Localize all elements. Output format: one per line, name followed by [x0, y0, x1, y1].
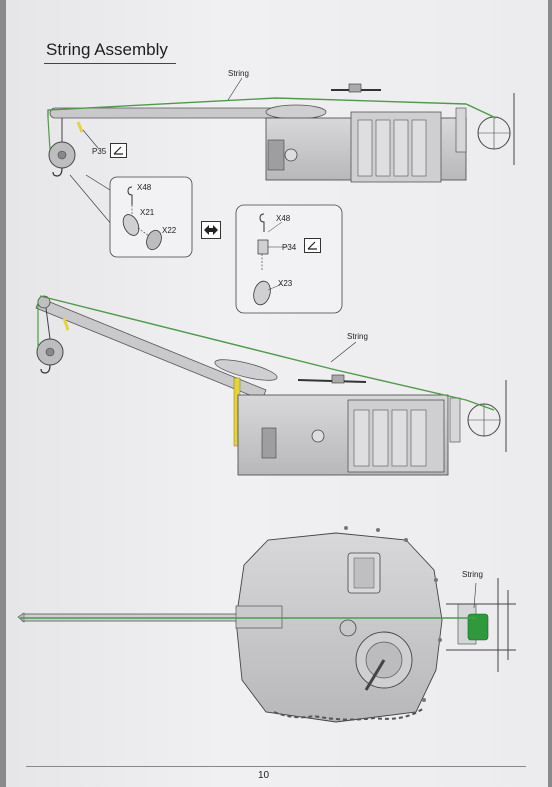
detail-inset-left — [69, 174, 193, 258]
page-number: 10 — [258, 770, 270, 781]
page-title: String Assembly — [46, 40, 168, 59]
detail-inset-right — [235, 204, 343, 314]
instruction-page: String Assembly — [6, 0, 548, 787]
top-side-view — [47, 77, 515, 183]
glue-icon — [110, 143, 127, 158]
title-underline — [44, 63, 176, 64]
double-arrow-icon — [201, 221, 221, 239]
part-label-x48-a: X48 — [137, 183, 152, 192]
part-label-x48-b: X48 — [276, 214, 291, 223]
string-label-mid: String — [347, 332, 368, 341]
footer-rule — [26, 766, 526, 767]
string-label-bottom: String — [462, 570, 483, 579]
glue-icon-2 — [304, 238, 321, 253]
part-label-x22: X22 — [162, 226, 177, 235]
part-label-x21: X21 — [140, 208, 155, 217]
part-label-p35: P35 — [92, 147, 107, 156]
middle-side-view — [35, 295, 507, 476]
assembly-drawings — [17, 77, 516, 723]
part-label-x23: X23 — [278, 279, 293, 288]
top-down-view — [17, 526, 516, 723]
part-label-p34: P34 — [282, 243, 297, 252]
string-label-top: String — [228, 69, 249, 78]
